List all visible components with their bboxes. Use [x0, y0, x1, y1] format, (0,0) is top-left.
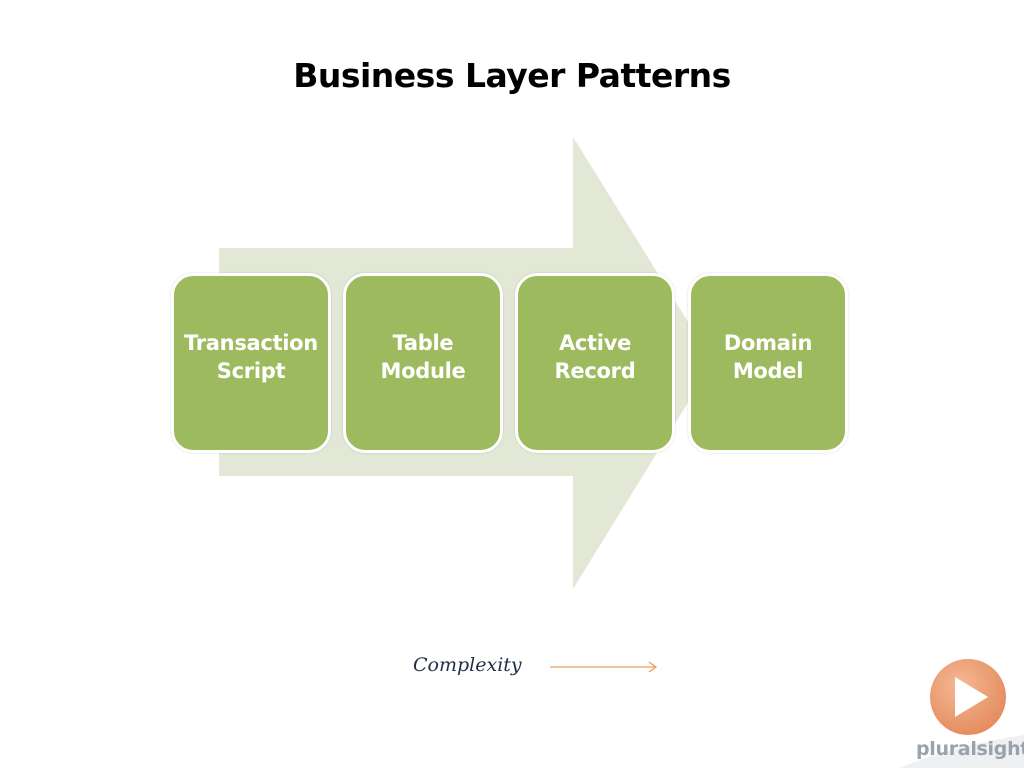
- step-box-3: Active Record: [515, 273, 675, 453]
- logo-swoosh: [900, 735, 1024, 768]
- slide-title: Business Layer Patterns: [293, 56, 731, 95]
- play-icon: [955, 677, 988, 717]
- step-box-1: Transaction Script: [171, 273, 331, 453]
- step-label-1: Transaction Script: [184, 331, 318, 383]
- step-box-2: Table Module: [343, 273, 503, 453]
- step-box-4: Domain Model: [688, 273, 848, 453]
- pluralsight-logo: [900, 659, 1024, 768]
- step-label-2: Table Module: [380, 331, 466, 383]
- brand-name: pluralsight: [916, 738, 1024, 760]
- step-label-4: Domain Model: [723, 331, 813, 383]
- step-label-3: Active Record: [554, 331, 636, 383]
- complexity-arrow-icon: [550, 661, 658, 673]
- complexity-label: Complexity: [413, 654, 522, 676]
